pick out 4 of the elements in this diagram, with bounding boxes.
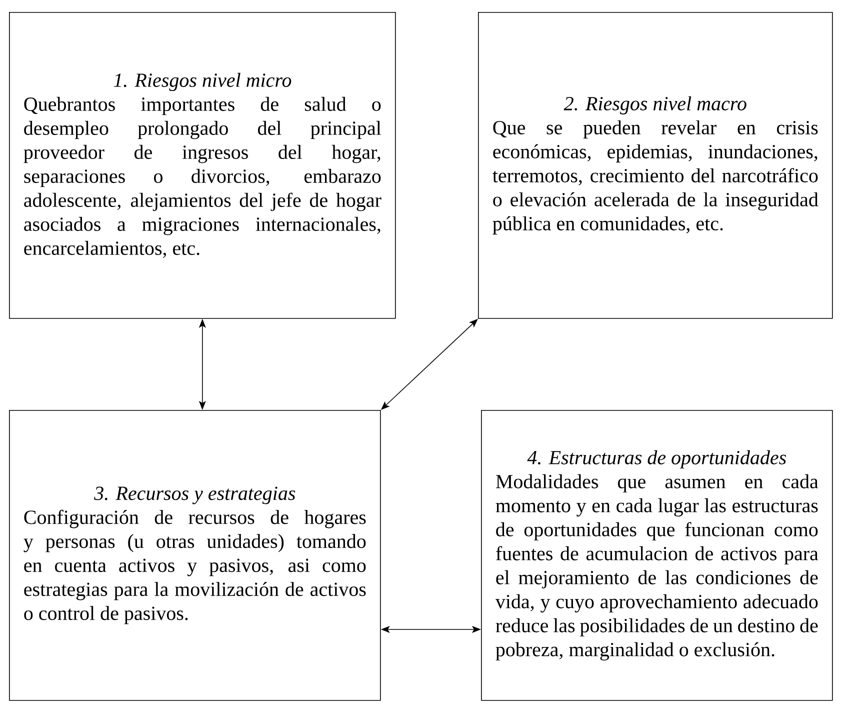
- text-box: 3. Recursos y estrategias Configuración de recursos de hogares y personas (u otras unidades) tomando en cuenta activos y pasivos, asi como estrategias para la movilización de activos o control de pasivos.: [9, 410, 381, 701]
- text-box: 1. Riesgos nivel micro Quebrantos importantes de salud o desempleo prolongado del principal proveedor de ingresos del hogar, separaciones o divorcios, embarazo adolescente, alejamientos del jefe de hogar asociados a migraciones internacionales, encarcelamientos, etc.: [9, 12, 396, 319]
- text-box: 2. Riesgos nivel macro Que se pueden revelar en crisis económicas, epidemias, inundaciones, terremotos, crecimiento del narcotráfico o elevación acelerada de la inseguridad pública en comunidades, etc.: [478, 12, 833, 319]
- text-box: 4. Estructuras de oportunidades Modalidades que asumen en cada momento y en cada lugar las estructuras de oportunidades que funcionan como fuentes de acumulacion de activos para el mejoramiento de las condiciones de vida, y cuyo aprovechamiento adecuado reduce las posibilidades de un destino de pobreza, marginalidad o exclusión.: [481, 410, 833, 701]
